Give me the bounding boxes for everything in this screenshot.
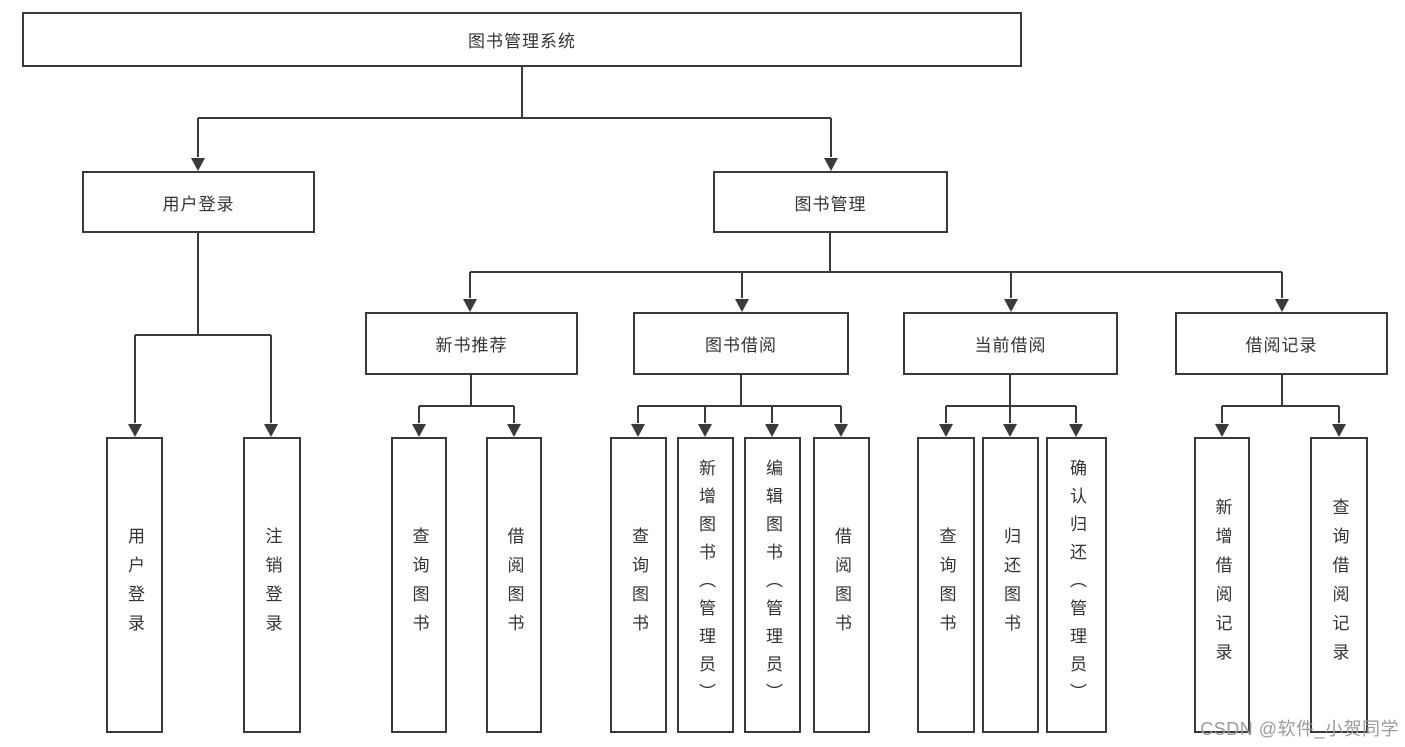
node-user-login: 用户登录 — [82, 171, 315, 233]
csdn-watermark: CSDN @软件_小贺同学 — [1200, 719, 1399, 739]
leaf-user-login-label: 用户登录 — [125, 527, 144, 643]
node-new-book-recommend: 新书推荐 — [365, 312, 578, 375]
leaf-add-borrow-record: 新增借阅记录 — [1194, 437, 1250, 733]
leaf-edit-book-admin: 编辑图书（管理员） — [744, 437, 801, 733]
leaf-logout: 注销登录 — [243, 437, 301, 733]
leaf-confirm-return-admin-label: 确认归还（管理员） — [1067, 459, 1086, 711]
leaf-query-books-2: 查询图书 — [610, 437, 667, 733]
leaf-query-borrow-record: 查询借阅记录 — [1310, 437, 1368, 733]
node-root-label: 图书管理系统 — [468, 32, 576, 51]
leaf-user-login: 用户登录 — [106, 437, 163, 733]
leaf-return-book-label: 归还图书 — [1001, 527, 1020, 643]
leaf-query-books-1-label: 查询图书 — [409, 527, 429, 643]
node-current-borrow: 当前借阅 — [903, 312, 1118, 375]
leaf-query-books-3-label: 查询图书 — [936, 527, 956, 643]
node-current-borrow-label: 当前借阅 — [974, 336, 1047, 355]
leaf-return-book: 归还图书 — [982, 437, 1039, 733]
node-user-login-label: 用户登录 — [162, 194, 235, 214]
node-book-management: 图书管理 — [713, 171, 948, 233]
leaf-add-book-admin: 新增图书（管理员） — [677, 437, 734, 733]
leaf-edit-book-admin-label: 编辑图书（管理员） — [763, 459, 782, 711]
leaf-borrow-books-1-label: 借阅图书 — [504, 527, 524, 643]
node-book-borrow-label: 图书借阅 — [705, 336, 777, 355]
leaf-borrow-books-2: 借阅图书 — [813, 437, 870, 733]
node-book-borrow: 图书借阅 — [633, 312, 849, 375]
node-book-management-label: 图书管理 — [794, 194, 867, 214]
arrowheads — [128, 158, 1346, 437]
leaf-add-book-admin-label: 新增图书（管理员） — [696, 459, 715, 711]
node-borrow-records: 借阅记录 — [1175, 312, 1388, 375]
node-borrow-records-label: 借阅记录 — [1245, 336, 1318, 355]
leaf-logout-label: 注销登录 — [262, 527, 282, 643]
leaf-add-borrow-record-label: 新增借阅记录 — [1212, 498, 1232, 672]
leaf-query-books-3: 查询图书 — [917, 437, 975, 733]
leaf-query-borrow-record-label: 查询借阅记录 — [1329, 498, 1349, 672]
leaf-borrow-books-1: 借阅图书 — [486, 437, 542, 733]
leaf-confirm-return-admin: 确认归还（管理员） — [1046, 437, 1107, 733]
leaf-borrow-books-2-label: 借阅图书 — [832, 527, 851, 643]
leaf-query-books-2-label: 查询图书 — [629, 527, 648, 643]
node-root: 图书管理系统 — [22, 12, 1022, 67]
node-new-book-recommend-label: 新书推荐 — [435, 336, 508, 355]
leaf-query-books-1: 查询图书 — [391, 437, 447, 733]
